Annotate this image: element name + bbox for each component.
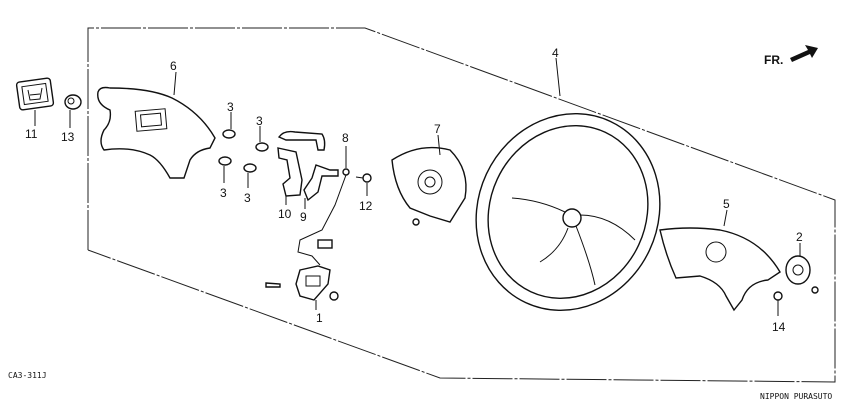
ref-label: 3 xyxy=(244,191,251,205)
part-bolt[interactable] xyxy=(773,291,783,316)
ref-label: 7 xyxy=(434,122,441,136)
part-screw[interactable] xyxy=(355,173,372,196)
part-emblem[interactable] xyxy=(15,77,55,126)
ref-label: 3 xyxy=(220,186,227,200)
ref-label: 3 xyxy=(256,114,263,128)
ref-label: 6 xyxy=(170,59,177,73)
ref-label: 11 xyxy=(25,127,38,141)
ref-label: 5 xyxy=(723,197,730,211)
publisher-label: NIPPON PURASUTO xyxy=(760,392,832,401)
ref-label: 9 xyxy=(300,210,307,224)
figure-code: CA3-311J xyxy=(8,371,47,380)
part-cable-switch[interactable] xyxy=(265,146,350,310)
part-steering-wheel[interactable] xyxy=(444,57,692,341)
part-horn-pad[interactable] xyxy=(97,71,216,179)
front-direction-marker: FR. xyxy=(764,45,818,67)
part-brackets[interactable] xyxy=(277,130,339,209)
ref-label: 4 xyxy=(552,46,559,60)
part-springs[interactable] xyxy=(218,112,269,188)
ref-label: 8 xyxy=(342,131,349,145)
ref-label: 3 xyxy=(227,100,234,114)
part-nut[interactable] xyxy=(64,94,82,128)
arrow-icon xyxy=(790,45,818,62)
ref-label: 1 xyxy=(316,311,323,325)
ref-label: 2 xyxy=(796,230,803,244)
part-hub[interactable] xyxy=(391,134,467,226)
part-ring[interactable] xyxy=(785,243,819,294)
ref-label: 10 xyxy=(278,207,292,221)
ref-label: 14 xyxy=(772,320,786,334)
ref-label: 12 xyxy=(359,199,373,213)
part-rear-cover[interactable] xyxy=(659,209,781,312)
ref-label: 13 xyxy=(61,130,75,144)
assembly-frame xyxy=(87,27,836,383)
fr-label: FR. xyxy=(764,53,783,67)
